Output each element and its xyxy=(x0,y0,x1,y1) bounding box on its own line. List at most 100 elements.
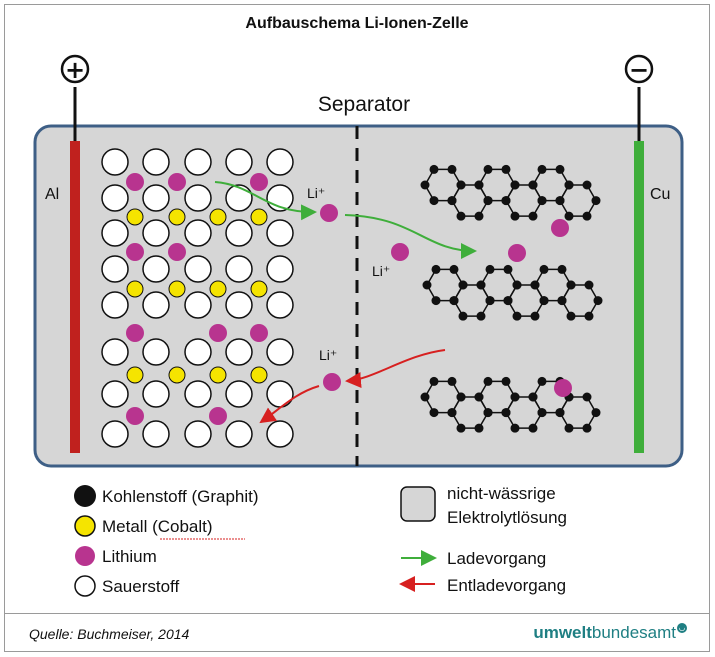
carbon-atom xyxy=(501,164,511,174)
oxygen-atom xyxy=(266,291,294,319)
carbon-atom xyxy=(483,196,493,206)
discharging-arrow xyxy=(259,385,320,424)
cobalt-atom xyxy=(126,280,144,298)
carbon-atom xyxy=(528,211,538,221)
carbon-atom xyxy=(420,392,430,402)
oxygen-atom xyxy=(266,420,294,448)
oxygen-atom xyxy=(142,219,170,247)
oxygen-atom xyxy=(225,255,253,283)
oxygen-atom xyxy=(142,255,170,283)
oxygen-atom xyxy=(142,380,170,408)
carbon-atom xyxy=(422,280,432,290)
carbon-atom xyxy=(503,264,513,274)
carbon-atom xyxy=(501,196,511,206)
umweltbundesamt-logo: umweltbundesamt◡ xyxy=(533,623,687,643)
copper-electrode xyxy=(634,141,644,453)
oxygen-lattice xyxy=(101,148,294,448)
carbon-atom xyxy=(530,311,540,321)
carbon-atom xyxy=(582,211,592,221)
carbon-atom xyxy=(458,311,468,321)
charging-arrow xyxy=(344,214,477,259)
carbon-legend-icon xyxy=(74,485,96,507)
cobalt-atom xyxy=(168,280,186,298)
oxygen-atom xyxy=(101,338,129,366)
carbon-atom xyxy=(431,296,441,306)
carbon-atom xyxy=(557,296,567,306)
oxygen-atom xyxy=(266,380,294,408)
cobalt-atom xyxy=(209,280,227,298)
carbon-atom xyxy=(564,211,574,221)
lithium-atom xyxy=(126,407,144,425)
oxygen-atom xyxy=(225,420,253,448)
graphite-layers xyxy=(420,164,603,433)
lithium-atom xyxy=(126,324,144,342)
oxygen-atom xyxy=(184,380,212,408)
cobalt-atom xyxy=(209,208,227,226)
carbon-atom xyxy=(582,180,592,190)
logo-mark-icon: ◡ xyxy=(677,623,687,633)
oxygen-atom xyxy=(184,148,212,176)
carbon-atom xyxy=(512,280,522,290)
carbon-atom xyxy=(591,408,601,418)
lithium-atom xyxy=(209,407,227,425)
oxygen-atom xyxy=(184,184,212,212)
oxygen-atom xyxy=(101,291,129,319)
lithium-atom xyxy=(250,324,268,342)
oxygen-atom xyxy=(101,420,129,448)
oxygen-atom xyxy=(101,255,129,283)
carbon-atom xyxy=(429,196,439,206)
legend-charging-label: Ladevorgang xyxy=(447,549,546,568)
carbon-atom xyxy=(476,280,486,290)
carbon-atom xyxy=(449,296,459,306)
lithium-atom xyxy=(126,173,144,191)
carbon-atom xyxy=(503,296,513,306)
carbon-atom xyxy=(528,423,538,433)
oxygen-atom xyxy=(142,338,170,366)
li-ion-label: Li⁺ xyxy=(372,263,390,279)
carbon-atom xyxy=(537,408,547,418)
legend-discharging-label: Entladevorgang xyxy=(447,576,566,595)
carbon-atom xyxy=(510,180,520,190)
carbon-atom xyxy=(420,180,430,190)
lithium-ion xyxy=(508,244,526,262)
carbon-atom xyxy=(537,196,547,206)
carbon-atom xyxy=(447,164,457,174)
lithium-ions xyxy=(320,204,572,397)
cobalt-atom xyxy=(168,208,186,226)
footer-divider xyxy=(5,613,709,614)
carbon-atom xyxy=(537,164,547,174)
carbon-atom xyxy=(501,408,511,418)
cobalt-atom xyxy=(250,366,268,384)
oxygen-atom xyxy=(142,291,170,319)
li-ion-label: Li⁺ xyxy=(307,185,325,201)
oxygen-atom xyxy=(266,219,294,247)
carbon-atom xyxy=(512,311,522,321)
carbon-atom xyxy=(539,296,549,306)
figure-frame: Aufbauschema Li-Ionen-Zelle + − Al Cu Se… xyxy=(4,4,710,652)
carbon-atom xyxy=(474,392,484,402)
legend-carbon-label: Kohlenstoff (Graphit) xyxy=(102,487,259,506)
carbon-atom xyxy=(456,392,466,402)
lithium-legend-icon xyxy=(75,546,95,566)
carbon-atom xyxy=(429,376,439,386)
oxygen-atom xyxy=(101,380,129,408)
lithium-ion xyxy=(391,243,409,261)
legend-atoms: Kohlenstoff (Graphit) Metall (Cobalt) Li… xyxy=(74,485,259,597)
carbon-atom xyxy=(528,180,538,190)
carbon-atom xyxy=(591,196,601,206)
carbon-atom xyxy=(593,296,603,306)
carbon-atom xyxy=(501,376,511,386)
aluminium-electrode xyxy=(70,141,80,453)
oxygen-atom xyxy=(184,338,212,366)
legend-metal-label: Metall (Cobalt) xyxy=(102,517,213,536)
oxygen-atom xyxy=(142,420,170,448)
carbon-atom xyxy=(429,408,439,418)
carbon-atom xyxy=(474,211,484,221)
lithium-atom xyxy=(126,243,144,261)
oxygen-atom xyxy=(101,219,129,247)
minus-symbol: − xyxy=(629,56,649,84)
plus-symbol: + xyxy=(65,56,85,84)
carbon-atom xyxy=(555,196,565,206)
carbon-atom xyxy=(530,280,540,290)
carbon-atom xyxy=(485,296,495,306)
